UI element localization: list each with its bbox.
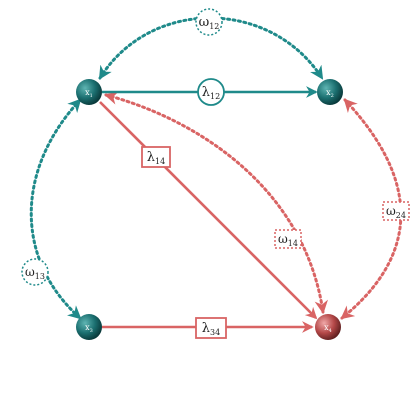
edge-lambda14 <box>99 101 318 320</box>
svg-text:x1: x1 <box>85 88 93 99</box>
label-omega24: ω24 <box>382 201 410 221</box>
svg-text:x3: x3 <box>85 323 93 334</box>
label-omega12: ω12 <box>195 8 223 36</box>
node-x2: x2 <box>317 79 343 105</box>
svg-text:ω14: ω14 <box>278 232 298 248</box>
node-x1: x1 <box>76 79 102 105</box>
svg-text:x4: x4 <box>324 323 332 334</box>
svg-text:ω12: ω12 <box>199 15 220 31</box>
svg-text:λ12: λ12 <box>202 85 220 101</box>
svg-text:ω13: ω13 <box>25 265 45 281</box>
svg-text:ω24: ω24 <box>386 204 406 220</box>
svg-text:x2: x2 <box>326 88 334 99</box>
node-x4: x4 <box>315 314 341 340</box>
label-omega14: ω14 <box>274 229 302 249</box>
label-omega13: ω13 <box>21 258 49 286</box>
label-lambda14: λ14 <box>141 146 171 168</box>
node-x3: x3 <box>76 314 102 340</box>
svg-text:λ14: λ14 <box>147 150 165 166</box>
edge-omega14 <box>104 91 328 315</box>
edge-omega13 <box>29 98 82 320</box>
svg-text:λ34: λ34 <box>202 321 220 337</box>
label-lambda34: λ34 <box>195 317 227 339</box>
label-lambda12: λ12 <box>197 78 225 106</box>
